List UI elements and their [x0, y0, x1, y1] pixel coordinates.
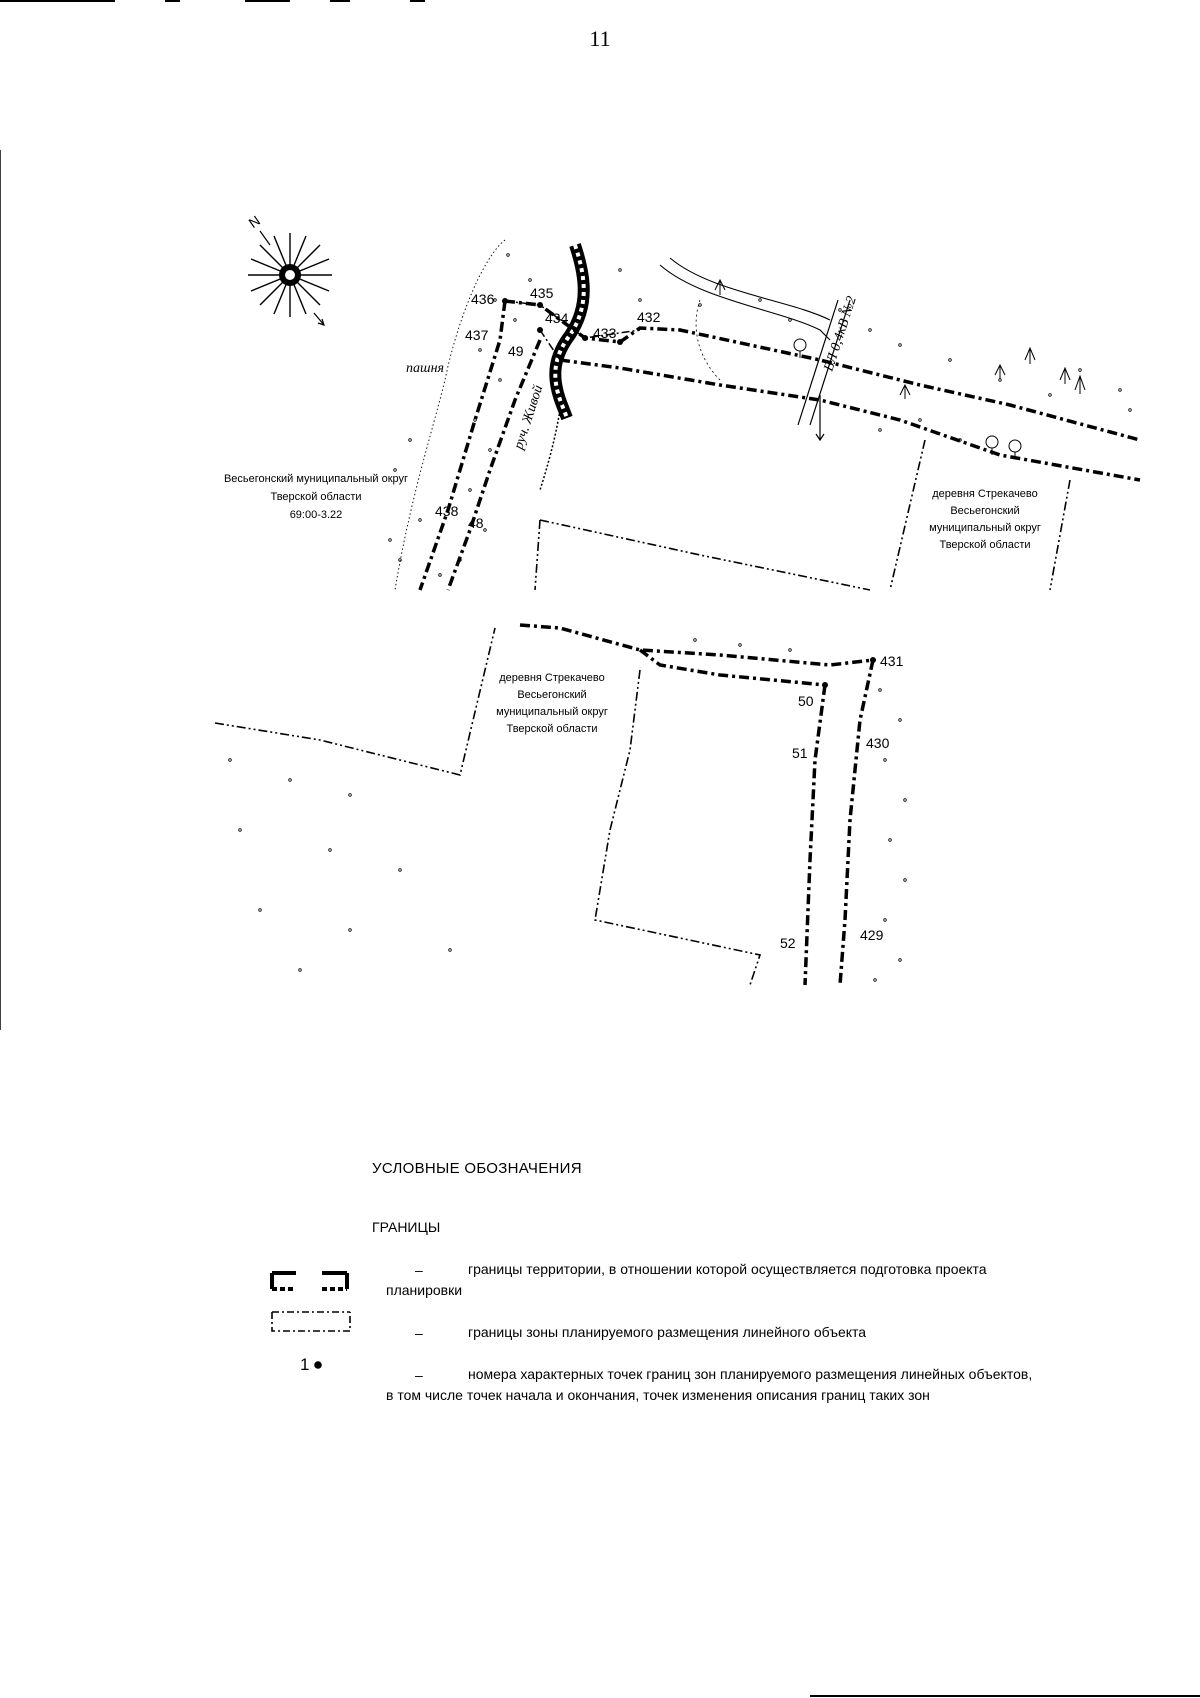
point-label: 432 — [637, 309, 661, 325]
svg-text:Тверской области: Тверской области — [270, 491, 361, 503]
point-label: 431 — [880, 653, 904, 669]
point-labels: 436 435 434 437 49 433 432 438 48 431 50… — [435, 285, 904, 951]
legend-item-text: планировки — [386, 1282, 463, 1298]
svg-text:Тверской области: Тверской области — [939, 539, 1030, 551]
meadow-dots — [388, 253, 1132, 577]
village-parcel-boundary-upper — [534, 439, 1071, 591]
village-upper-label: деревня Стрекачево Весьегонский муниципа… — [929, 488, 1041, 551]
point-label: 434 — [545, 310, 569, 326]
svg-text:Тверской области: Тверской области — [506, 723, 597, 735]
point-label: 49 — [508, 343, 524, 359]
svg-text:деревня Стрекачево: деревня Стрекачево — [499, 672, 605, 684]
tree-icons — [714, 278, 1086, 459]
road — [659, 257, 831, 381]
point-label: 50 — [798, 693, 814, 709]
territory-boundary-symbol — [270, 1271, 349, 1291]
point-label: 433 — [593, 325, 617, 341]
lower-meadow-dots — [228, 638, 907, 982]
legend-item-text: номера характерных точек границ зон план… — [468, 1366, 1033, 1382]
village-lower-label: деревня Стрекачево Весьегонский муниципа… — [496, 672, 608, 735]
point-label: 430 — [866, 735, 890, 751]
legend-subtitle: ГРАНИЦЫ — [372, 1219, 441, 1235]
zone-boundary-upper — [504, 300, 641, 361]
stream — [539, 243, 590, 491]
arable-land-label: пашня — [406, 361, 444, 376]
svg-text:деревня Стрекачево: деревня Стрекачево — [932, 488, 1038, 500]
point-label: 436 — [471, 291, 495, 307]
point-number-example: 1 — [300, 1355, 310, 1374]
legend-title: УСЛОВНЫЕ ОБОЗНАЧЕНИЯ — [372, 1160, 582, 1177]
svg-text:муниципальный округ: муниципальный округ — [929, 522, 1041, 534]
compass-rose-icon: N — [246, 212, 332, 326]
district-west-label: Весьегонский муниципальный округ Тверско… — [224, 473, 408, 521]
svg-text:муниципальный округ: муниципальный округ — [496, 706, 608, 718]
svg-text:Весьегонский: Весьегонский — [950, 505, 1019, 517]
planning-territory-boundary-upper — [418, 299, 1141, 591]
point-label: 437 — [465, 327, 489, 343]
page-number: 11 — [589, 26, 611, 51]
boundary-point-markers — [502, 298, 876, 688]
point-label: 48 — [468, 515, 484, 531]
point-label: 51 — [792, 745, 808, 761]
svg-text:69:00-3.22: 69:00-3.22 — [290, 509, 343, 521]
legend-item-text: в том числе точек начала и окончания, то… — [386, 1387, 930, 1403]
svg-text:Весьегонский: Весьегонский — [517, 689, 586, 701]
point-label: 429 — [860, 927, 884, 943]
legend-item-text: границы территории, в отношении которой … — [468, 1261, 987, 1277]
svg-text:Весьегонский муниципальный окр: Весьегонский муниципальный округ — [224, 473, 408, 485]
point-number-symbol — [314, 1361, 322, 1369]
point-label: 438 — [435, 503, 459, 519]
legend-item-text: границы зоны планируемого размещения лин… — [468, 1324, 867, 1340]
power-line — [797, 299, 851, 442]
planning-territory-boundary-lower — [519, 623, 875, 986]
svg-text:N: N — [246, 212, 263, 231]
zone-boundary-symbol — [271, 1311, 351, 1332]
village-parcel-boundary-lower — [214, 627, 762, 986]
point-label: 52 — [780, 935, 796, 951]
point-label: 435 — [530, 285, 554, 301]
